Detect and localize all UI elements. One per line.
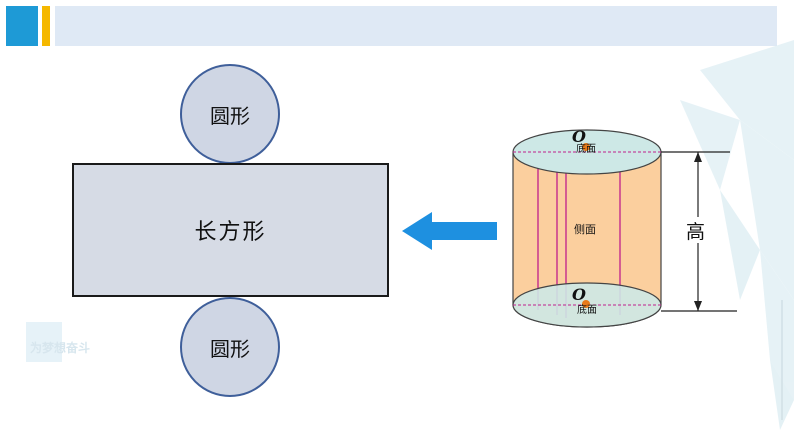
bottom-circle: 圆形 (180, 297, 280, 397)
rectangle: 长方形 (72, 163, 389, 297)
bottom-center-dot (582, 300, 590, 308)
header-title-bar (55, 6, 777, 46)
top-center-letter: O (572, 127, 586, 146)
header-accent-yellow (42, 6, 50, 46)
bottom-center-letter: O (572, 285, 586, 304)
top-base-label: 底面 (576, 142, 596, 155)
top-circle: 圆形 (180, 64, 280, 164)
top-center-dot (582, 143, 590, 151)
rectangle-label: 长方形 (194, 220, 267, 245)
header-bar (0, 0, 794, 52)
bottom-base (512, 282, 662, 328)
height-label: 高 (686, 221, 705, 243)
bottom-circle-label: 圆形 (210, 336, 250, 361)
top-circle-label: 圆形 (210, 103, 250, 128)
lateral-label: 侧面 (574, 223, 596, 236)
arrow-left-icon (402, 212, 497, 250)
bottom-base-label: 底面 (577, 303, 597, 316)
header-accent-blue (6, 6, 38, 46)
